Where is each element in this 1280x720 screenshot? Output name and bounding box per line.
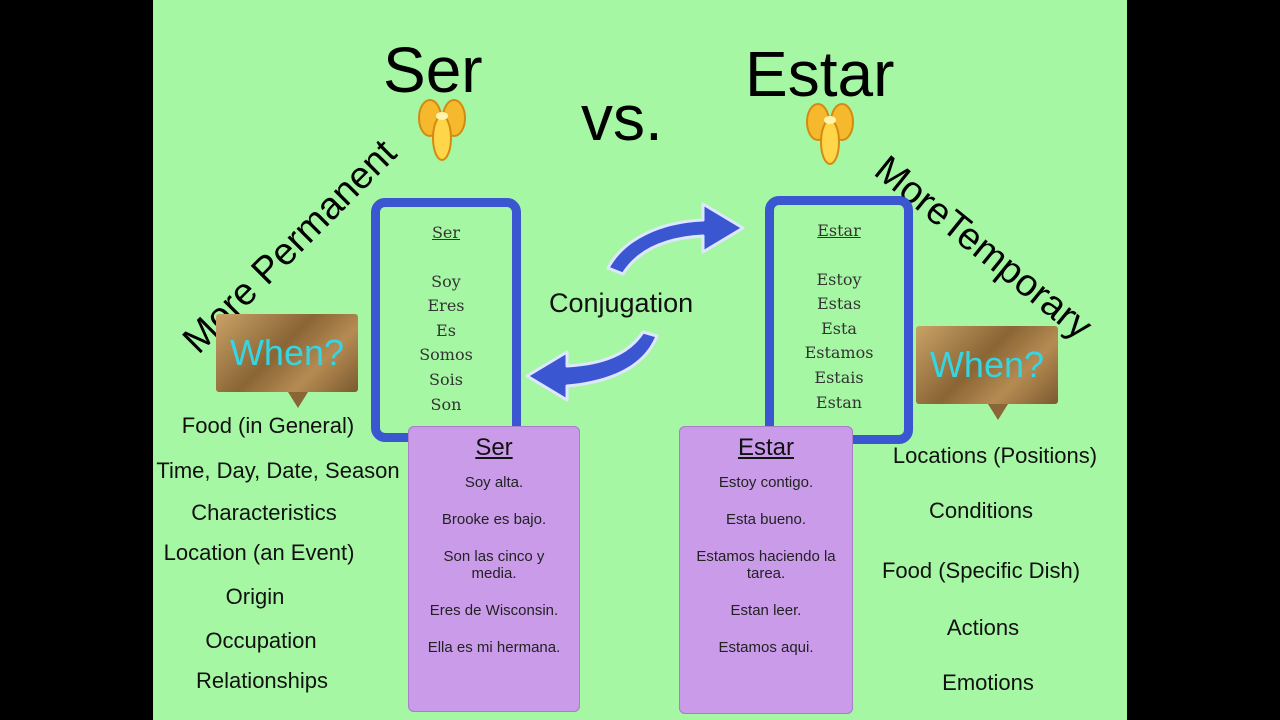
ser-use-item: Time, Day, Date, Season — [156, 458, 400, 483]
estar-title: Estar — [745, 38, 895, 110]
bee-icon — [418, 99, 466, 161]
bee-icon — [806, 103, 854, 165]
estar-card-title: Estar — [737, 434, 794, 461]
conjugation-label: Conjugation — [549, 288, 694, 318]
example-sentence: Estamos aqui. — [718, 639, 814, 656]
conjugation-form: Sois — [429, 369, 463, 389]
estar-conjugation-heading: Estar — [817, 221, 861, 240]
estar-use-item: Locations (Positions) — [892, 443, 1098, 468]
example-sentence: Soy alta. — [464, 474, 524, 491]
ser-conjugation-heading: Ser — [431, 223, 461, 242]
ser-conjugation-box: Ser Soy Eres Es Somos Sois Son — [371, 198, 521, 442]
curved-arrow-icon — [606, 202, 745, 276]
conjugation-form: Somos — [419, 345, 473, 365]
conjugation-form: Es — [436, 320, 456, 340]
example-sentence: Estamos haciendo la tarea. — [696, 548, 836, 582]
ser-use-item: Relationships — [195, 668, 329, 693]
estar-use-item: Conditions — [929, 498, 1033, 523]
example-sentence: Estan leer. — [730, 602, 802, 619]
ser-use-item: Characteristics — [191, 500, 337, 525]
estar-use-item: Emotions — [942, 670, 1034, 695]
ser-use-item: Food (in General) — [181, 413, 355, 438]
when-scroll-ser: When? — [216, 314, 358, 408]
conjugation-form: Estan — [815, 392, 863, 412]
estar-example-card: Estar Estoy contigo. Esta bueno. Estamos… — [679, 426, 853, 714]
example-sentence: Ella es mi hermana. — [427, 639, 561, 656]
conjugation-form: Estoy — [816, 269, 862, 289]
ser-use-item: Occupation — [205, 628, 317, 653]
conjugation-form: Estamos — [804, 343, 874, 363]
estar-conjugation-box: Estar Estoy Estas Esta Estamos Estais Es… — [765, 196, 913, 444]
estar-use-item: Actions — [946, 615, 1020, 640]
example-sentence: Eres de Wisconsin. — [429, 602, 559, 619]
ser-title: Ser — [383, 34, 483, 106]
ser-example-card: Ser Soy alta. Brooke es bajo. Son las ci… — [408, 426, 580, 712]
when-scroll-estar: When? — [916, 326, 1058, 420]
vs-title: vs. — [581, 82, 663, 154]
conjugation-form: Soy — [431, 271, 461, 291]
slide: Ser vs. Estar More Permanent MoreTempora… — [153, 0, 1127, 720]
conjugation-form: Son — [430, 394, 462, 414]
example-sentence: Brooke es bajo. — [441, 511, 547, 528]
example-sentence: Son las cinco y media. — [443, 548, 545, 582]
ser-card-title: Ser — [475, 434, 513, 461]
conjugation-form: Esta — [821, 318, 857, 338]
ser-use-item: Location (an Event) — [163, 540, 355, 565]
conjugation-form: Estais — [814, 367, 864, 387]
ser-use-item: Origin — [225, 584, 285, 609]
conjugation-form: Eres — [427, 296, 465, 316]
estar-use-item: Food (Specific Dish) — [881, 558, 1081, 583]
curved-arrow-icon — [525, 330, 659, 402]
example-sentence: Esta bueno. — [725, 511, 807, 528]
conjugation-form: Estas — [816, 294, 862, 314]
when-label: When? — [929, 344, 1045, 385]
when-label: When? — [229, 332, 345, 373]
example-sentence: Estoy contigo. — [718, 474, 814, 491]
